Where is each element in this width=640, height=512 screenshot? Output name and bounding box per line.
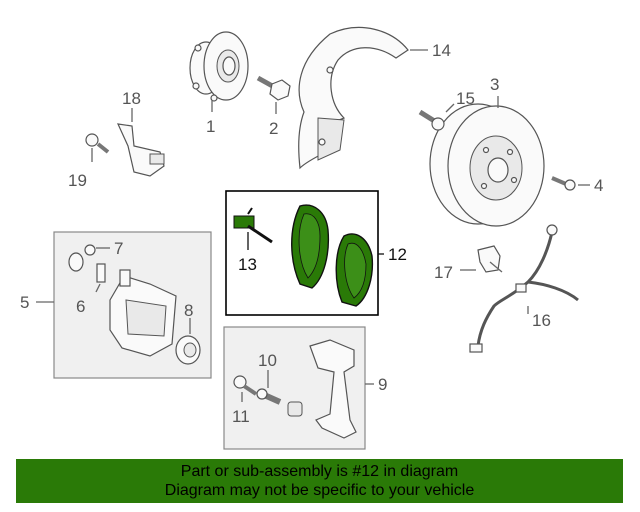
callout-2: 2 bbox=[269, 119, 278, 138]
caliper-bolt-part[interactable] bbox=[96, 263, 106, 283]
callout-12: 12 bbox=[388, 245, 407, 264]
piston-seal-part[interactable] bbox=[175, 335, 201, 365]
inner-brake-pad-part[interactable] bbox=[291, 204, 330, 289]
rotor-screw-part[interactable] bbox=[418, 109, 445, 131]
guide-pin-part[interactable] bbox=[256, 388, 282, 405]
hose-bracket-part[interactable] bbox=[477, 245, 503, 273]
sensor-bolt-part[interactable] bbox=[85, 133, 110, 154]
callout-18: 18 bbox=[122, 89, 141, 108]
callout-9: 9 bbox=[378, 375, 387, 394]
callout-16: 16 bbox=[532, 311, 551, 330]
splash-shield-part[interactable] bbox=[298, 26, 409, 170]
speed-sensor-part[interactable] bbox=[117, 123, 165, 177]
caliper-carrier-part[interactable] bbox=[309, 339, 357, 439]
hub-bolt-part[interactable] bbox=[256, 75, 291, 101]
carrier-bolt-part[interactable] bbox=[233, 375, 258, 396]
part-info-banner: Part or sub-assembly is #12 in diagram D… bbox=[16, 459, 623, 503]
callout-8: 8 bbox=[184, 301, 193, 320]
brake-hose-part[interactable] bbox=[469, 224, 579, 353]
hub-bearing-part[interactable] bbox=[189, 31, 249, 102]
small-screw-part[interactable] bbox=[551, 176, 576, 191]
callout-19: 19 bbox=[68, 171, 87, 190]
callout-5: 5 bbox=[20, 293, 29, 312]
banner-line-2: Diagram may not be specific to your vehi… bbox=[164, 482, 475, 499]
bleeder-valve-part[interactable] bbox=[68, 244, 96, 272]
callout-11: 11 bbox=[232, 407, 250, 426]
callout-14: 14 bbox=[432, 41, 451, 60]
callout-6: 6 bbox=[76, 297, 85, 316]
callout-17: 17 bbox=[434, 263, 453, 282]
callout-4: 4 bbox=[594, 176, 603, 195]
banner-line-1: Part or sub-assembly is #12 in diagram bbox=[180, 463, 459, 480]
callout-10: 10 bbox=[258, 351, 277, 370]
bushing-part[interactable] bbox=[287, 401, 303, 417]
brake-rotor-part[interactable] bbox=[429, 103, 545, 227]
callout-13: 13 bbox=[238, 255, 257, 274]
callout-7: 7 bbox=[114, 239, 123, 258]
outer-brake-pad-part[interactable] bbox=[335, 233, 374, 307]
caliper-housing-part[interactable] bbox=[109, 269, 177, 357]
wear-sensor-part[interactable] bbox=[233, 207, 273, 244]
callout-15: 15 bbox=[456, 89, 475, 108]
callout-3: 3 bbox=[490, 75, 499, 94]
callout-1: 1 bbox=[206, 117, 215, 136]
